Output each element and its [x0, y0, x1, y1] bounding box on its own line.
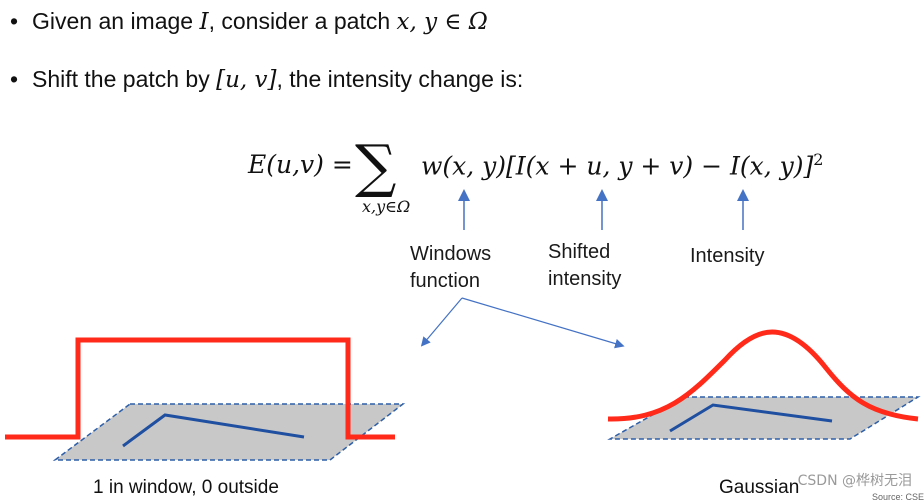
- caption-box-window: 1 in window, 0 outside: [93, 477, 279, 499]
- caption-gaussian: Gaussian: [719, 477, 799, 499]
- arrow-to-gaussian: [462, 298, 620, 345]
- right-patch: [610, 397, 918, 439]
- watermark: CSDN @桦树无泪: [798, 470, 912, 490]
- left-patch: [55, 404, 403, 460]
- arrow-to-left-window: [424, 298, 462, 343]
- label-intensity: Intensity: [690, 243, 764, 270]
- source-credit: Source: CSE: [872, 492, 924, 502]
- label-shifted-intensity: Shifted intensity: [548, 239, 621, 293]
- label-windows-function: Windows function: [410, 241, 491, 295]
